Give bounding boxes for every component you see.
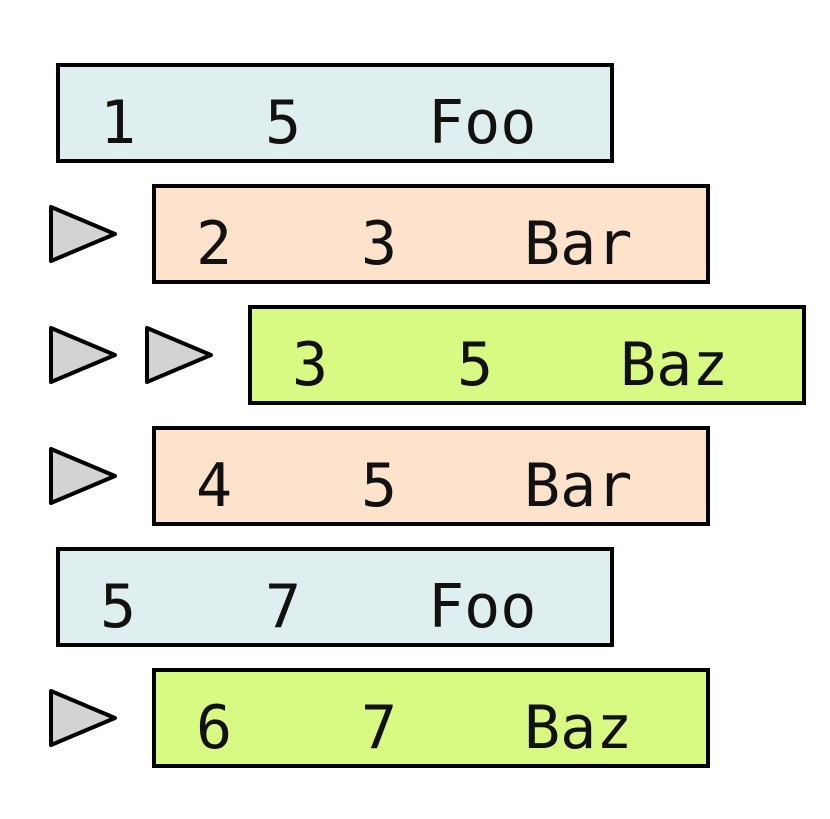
tree-row-foo: 1 5 Foo bbox=[56, 63, 614, 163]
indent-marker-shape bbox=[49, 205, 117, 263]
triangle-right-icon bbox=[49, 689, 117, 747]
row-id-cell: 4 bbox=[196, 451, 233, 521]
triangle-right-icon bbox=[49, 326, 117, 384]
row-label-cell: Baz bbox=[524, 693, 633, 763]
indent-marker-shape bbox=[49, 447, 117, 505]
row-value-cell: 5 bbox=[265, 88, 302, 158]
row-label-cell: Bar bbox=[524, 451, 633, 521]
tree-row-foo: 5 7 Foo bbox=[56, 547, 614, 647]
row-id-cell: 2 bbox=[196, 209, 233, 279]
tree-row-baz: 6 7 Baz bbox=[152, 668, 710, 768]
indent-marker-shape bbox=[49, 326, 117, 384]
row-id-cell: 5 bbox=[100, 572, 137, 642]
row-value-cell: 5 bbox=[457, 330, 494, 400]
row-id-cell: 3 bbox=[292, 330, 329, 400]
tree-row-bar: 4 5 Bar bbox=[152, 426, 710, 526]
triangle-right-icon bbox=[49, 447, 117, 505]
row-id-cell: 1 bbox=[100, 88, 137, 158]
row-label-cell: Foo bbox=[428, 88, 537, 158]
row-id-cell: 6 bbox=[196, 693, 233, 763]
row-value-cell: 7 bbox=[265, 572, 302, 642]
row-label-cell: Baz bbox=[620, 330, 729, 400]
indent-marker-shape bbox=[49, 689, 117, 747]
row-value-cell: 5 bbox=[361, 451, 398, 521]
triangle-right-icon bbox=[145, 326, 213, 384]
indent-marker-shape bbox=[145, 326, 213, 384]
row-value-cell: 3 bbox=[361, 209, 398, 279]
tree-row-baz: 3 5 Baz bbox=[248, 305, 806, 405]
row-value-cell: 7 bbox=[361, 693, 398, 763]
triangle-right-icon bbox=[49, 205, 117, 263]
tree-row-bar: 2 3 Bar bbox=[152, 184, 710, 284]
row-label-cell: Bar bbox=[524, 209, 633, 279]
row-label-cell: Foo bbox=[428, 572, 537, 642]
